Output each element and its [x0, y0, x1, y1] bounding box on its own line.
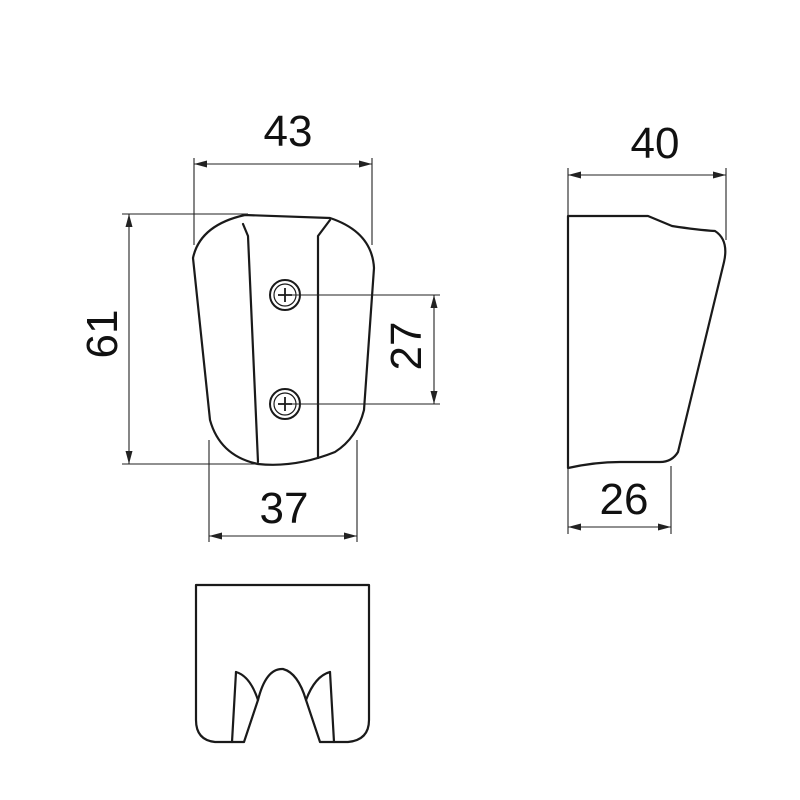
- bottom-view-body-outline: [194, 583, 371, 744]
- front-view-right-groove: [316, 218, 332, 460]
- bottom-view: [194, 583, 371, 744]
- dim-side-base-depth: 26: [567, 466, 672, 534]
- bottom-view-slot-right-edge: [328, 670, 336, 744]
- dim-side-depth: 40: [567, 119, 727, 240]
- dim-screw-spacing-label: 27: [382, 322, 431, 371]
- dim-front-height: 61: [78, 213, 258, 465]
- dim-front-width: 43: [193, 107, 373, 245]
- dim-front-width-label: 43: [264, 107, 313, 156]
- dim-front-base-width: 37: [208, 440, 358, 542]
- front-view-body-outline: [191, 213, 376, 466]
- bottom-view-slot-right-inner: [304, 670, 332, 702]
- dim-screw-spacing: 27: [285, 294, 440, 405]
- dim-side-depth-label: 40: [631, 119, 680, 168]
- bottom-view-slot-left-inner: [234, 670, 260, 702]
- side-view: [566, 214, 727, 470]
- bottom-view-slot-left-edge: [230, 670, 238, 744]
- dim-front-height-label: 61: [78, 310, 127, 359]
- side-view-body-outline: [566, 214, 727, 470]
- front-view: [191, 213, 376, 466]
- dim-side-base-depth-label: 26: [600, 475, 649, 524]
- front-view-left-groove: [241, 222, 260, 464]
- dim-front-base-width-label: 37: [260, 484, 309, 533]
